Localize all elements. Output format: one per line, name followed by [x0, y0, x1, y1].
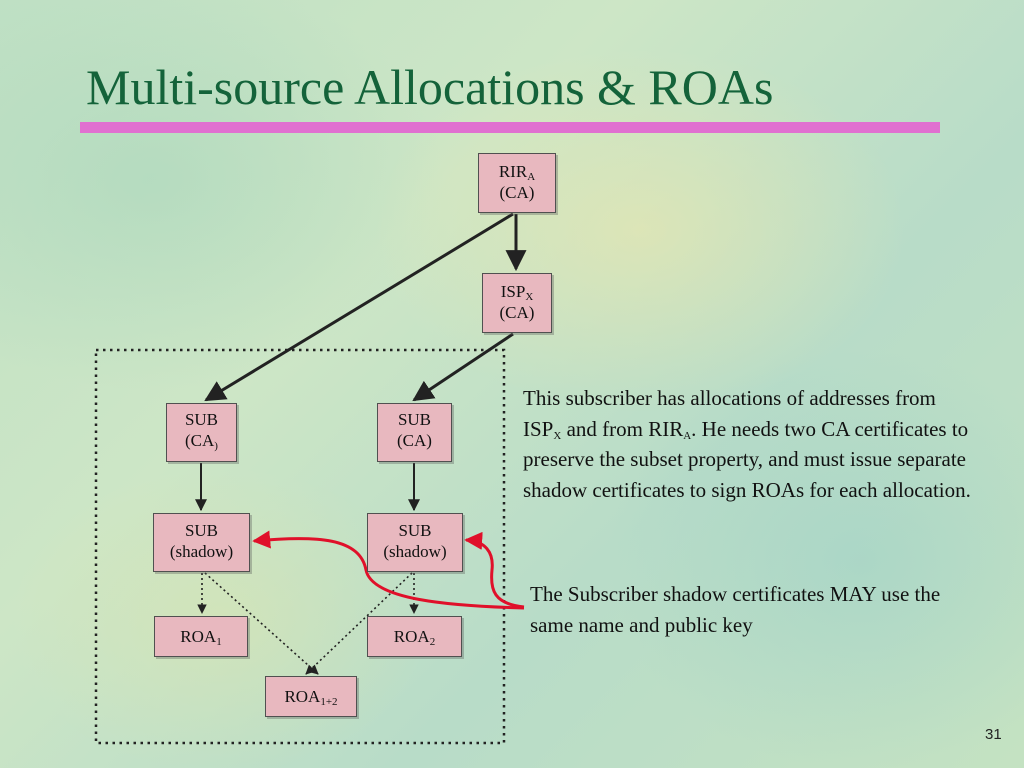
description-paragraph: This subscriber has allocations of addre…	[523, 386, 971, 502]
subscriber-boundary	[94, 348, 506, 745]
node-sub-ca-right: SUB (CA)	[377, 403, 452, 462]
node-roa1-2: ROA1+2	[265, 676, 357, 717]
node-roa1: ROA1	[154, 616, 248, 657]
node-sub-ca-left: SUB (CA)	[166, 403, 237, 462]
arrow-shadow-left-to-roa12	[204, 572, 319, 675]
node-roa2: ROA2	[367, 616, 462, 657]
arrow-isp-to-sub-right	[412, 332, 514, 402]
node-sub-shadow-right: SUB (shadow)	[367, 513, 463, 572]
arrow-rir-to-sub-left	[204, 212, 514, 402]
callout-to-shadow-left	[252, 530, 525, 610]
node-sub-shadow-left: SUB (shadow)	[153, 513, 250, 572]
node-isp-ca: ISPX (CA)	[482, 273, 552, 333]
title-underline	[80, 122, 940, 133]
callout-to-shadow-right	[464, 531, 525, 609]
shadow-note: The Subscriber shadow certificates MAY u…	[530, 582, 941, 637]
page-number: 31	[985, 726, 1002, 743]
slide-title: Multi-source Allocations & ROAs	[86, 59, 774, 115]
node-rir-ca: RIRA (CA)	[478, 153, 556, 213]
